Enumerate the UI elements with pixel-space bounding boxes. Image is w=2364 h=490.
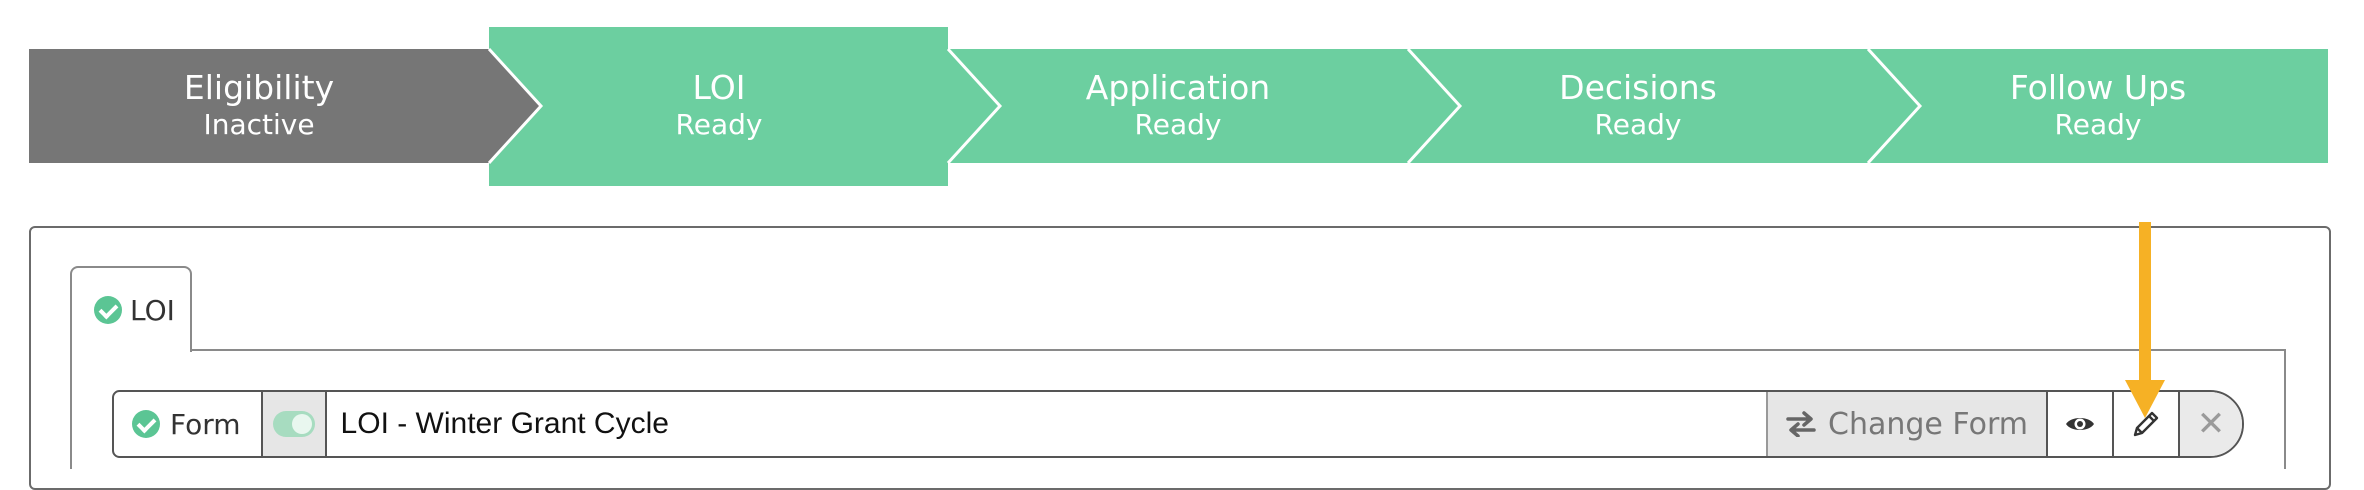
tab-divider <box>70 349 2286 351</box>
step-divider-3 <box>1406 47 1463 165</box>
tab-content-border-right <box>2284 349 2286 469</box>
step-status: Ready <box>675 107 763 141</box>
form-selector-row: Form LOI - Winter Grant Cycle Change For… <box>112 390 2244 458</box>
step-eligibility-shape[interactable] <box>29 49 541 163</box>
step-divider-2 <box>946 47 1003 165</box>
pencil-icon <box>2133 411 2159 437</box>
form-toggle-cell[interactable] <box>262 392 327 456</box>
close-icon: ✕ <box>2196 404 2226 444</box>
step-eligibility[interactable]: Eligibility Inactive <box>29 68 489 141</box>
step-status: Ready <box>2054 107 2142 141</box>
step-divider-1 <box>487 47 544 165</box>
check-circle-icon <box>94 296 122 324</box>
form-label-text: Form <box>170 407 241 441</box>
swap-icon <box>1786 411 1816 437</box>
form-label: Form <box>114 392 263 456</box>
remove-form-button[interactable]: ✕ <box>2178 392 2242 456</box>
eye-icon <box>2066 418 2094 430</box>
step-status: Ready <box>1594 107 1682 141</box>
step-progress-bar <box>29 27 2328 186</box>
form-enabled-toggle[interactable] <box>272 411 315 437</box>
step-decisions[interactable]: Decisions Ready <box>1408 68 1868 141</box>
change-form-label: Change Form <box>1828 406 2028 442</box>
check-circle-icon <box>132 410 160 438</box>
tab-label: LOI <box>130 293 175 327</box>
annotation-arrow-icon <box>2125 222 2165 418</box>
tab-content-border-left <box>70 349 72 469</box>
step-name: Eligibility <box>183 68 335 107</box>
tab-loi[interactable]: LOI <box>70 266 192 352</box>
step-name: Follow Ups <box>2009 68 2187 107</box>
step-loi[interactable]: LOI Ready <box>489 68 949 141</box>
preview-button[interactable] <box>2046 392 2112 456</box>
step-followups[interactable]: Follow Ups Ready <box>1868 68 2328 141</box>
step-decisions-shape[interactable] <box>1408 49 1920 163</box>
step-followups-shape[interactable] <box>1868 49 2328 163</box>
step-application[interactable]: Application Ready <box>948 68 1408 141</box>
step-loi-shape[interactable] <box>489 27 1000 186</box>
step-name: Application <box>1085 68 1271 107</box>
form-name-field[interactable]: LOI - Winter Grant Cycle <box>340 407 669 440</box>
step-application-shape[interactable] <box>948 49 1460 163</box>
step-name: LOI <box>692 68 746 107</box>
step-status: Ready <box>1134 107 1222 141</box>
step-status: Inactive <box>203 107 315 141</box>
change-form-button[interactable]: Change Form <box>1766 392 2046 456</box>
step-divider-4 <box>1866 47 1923 165</box>
step-name: Decisions <box>1559 68 1717 107</box>
